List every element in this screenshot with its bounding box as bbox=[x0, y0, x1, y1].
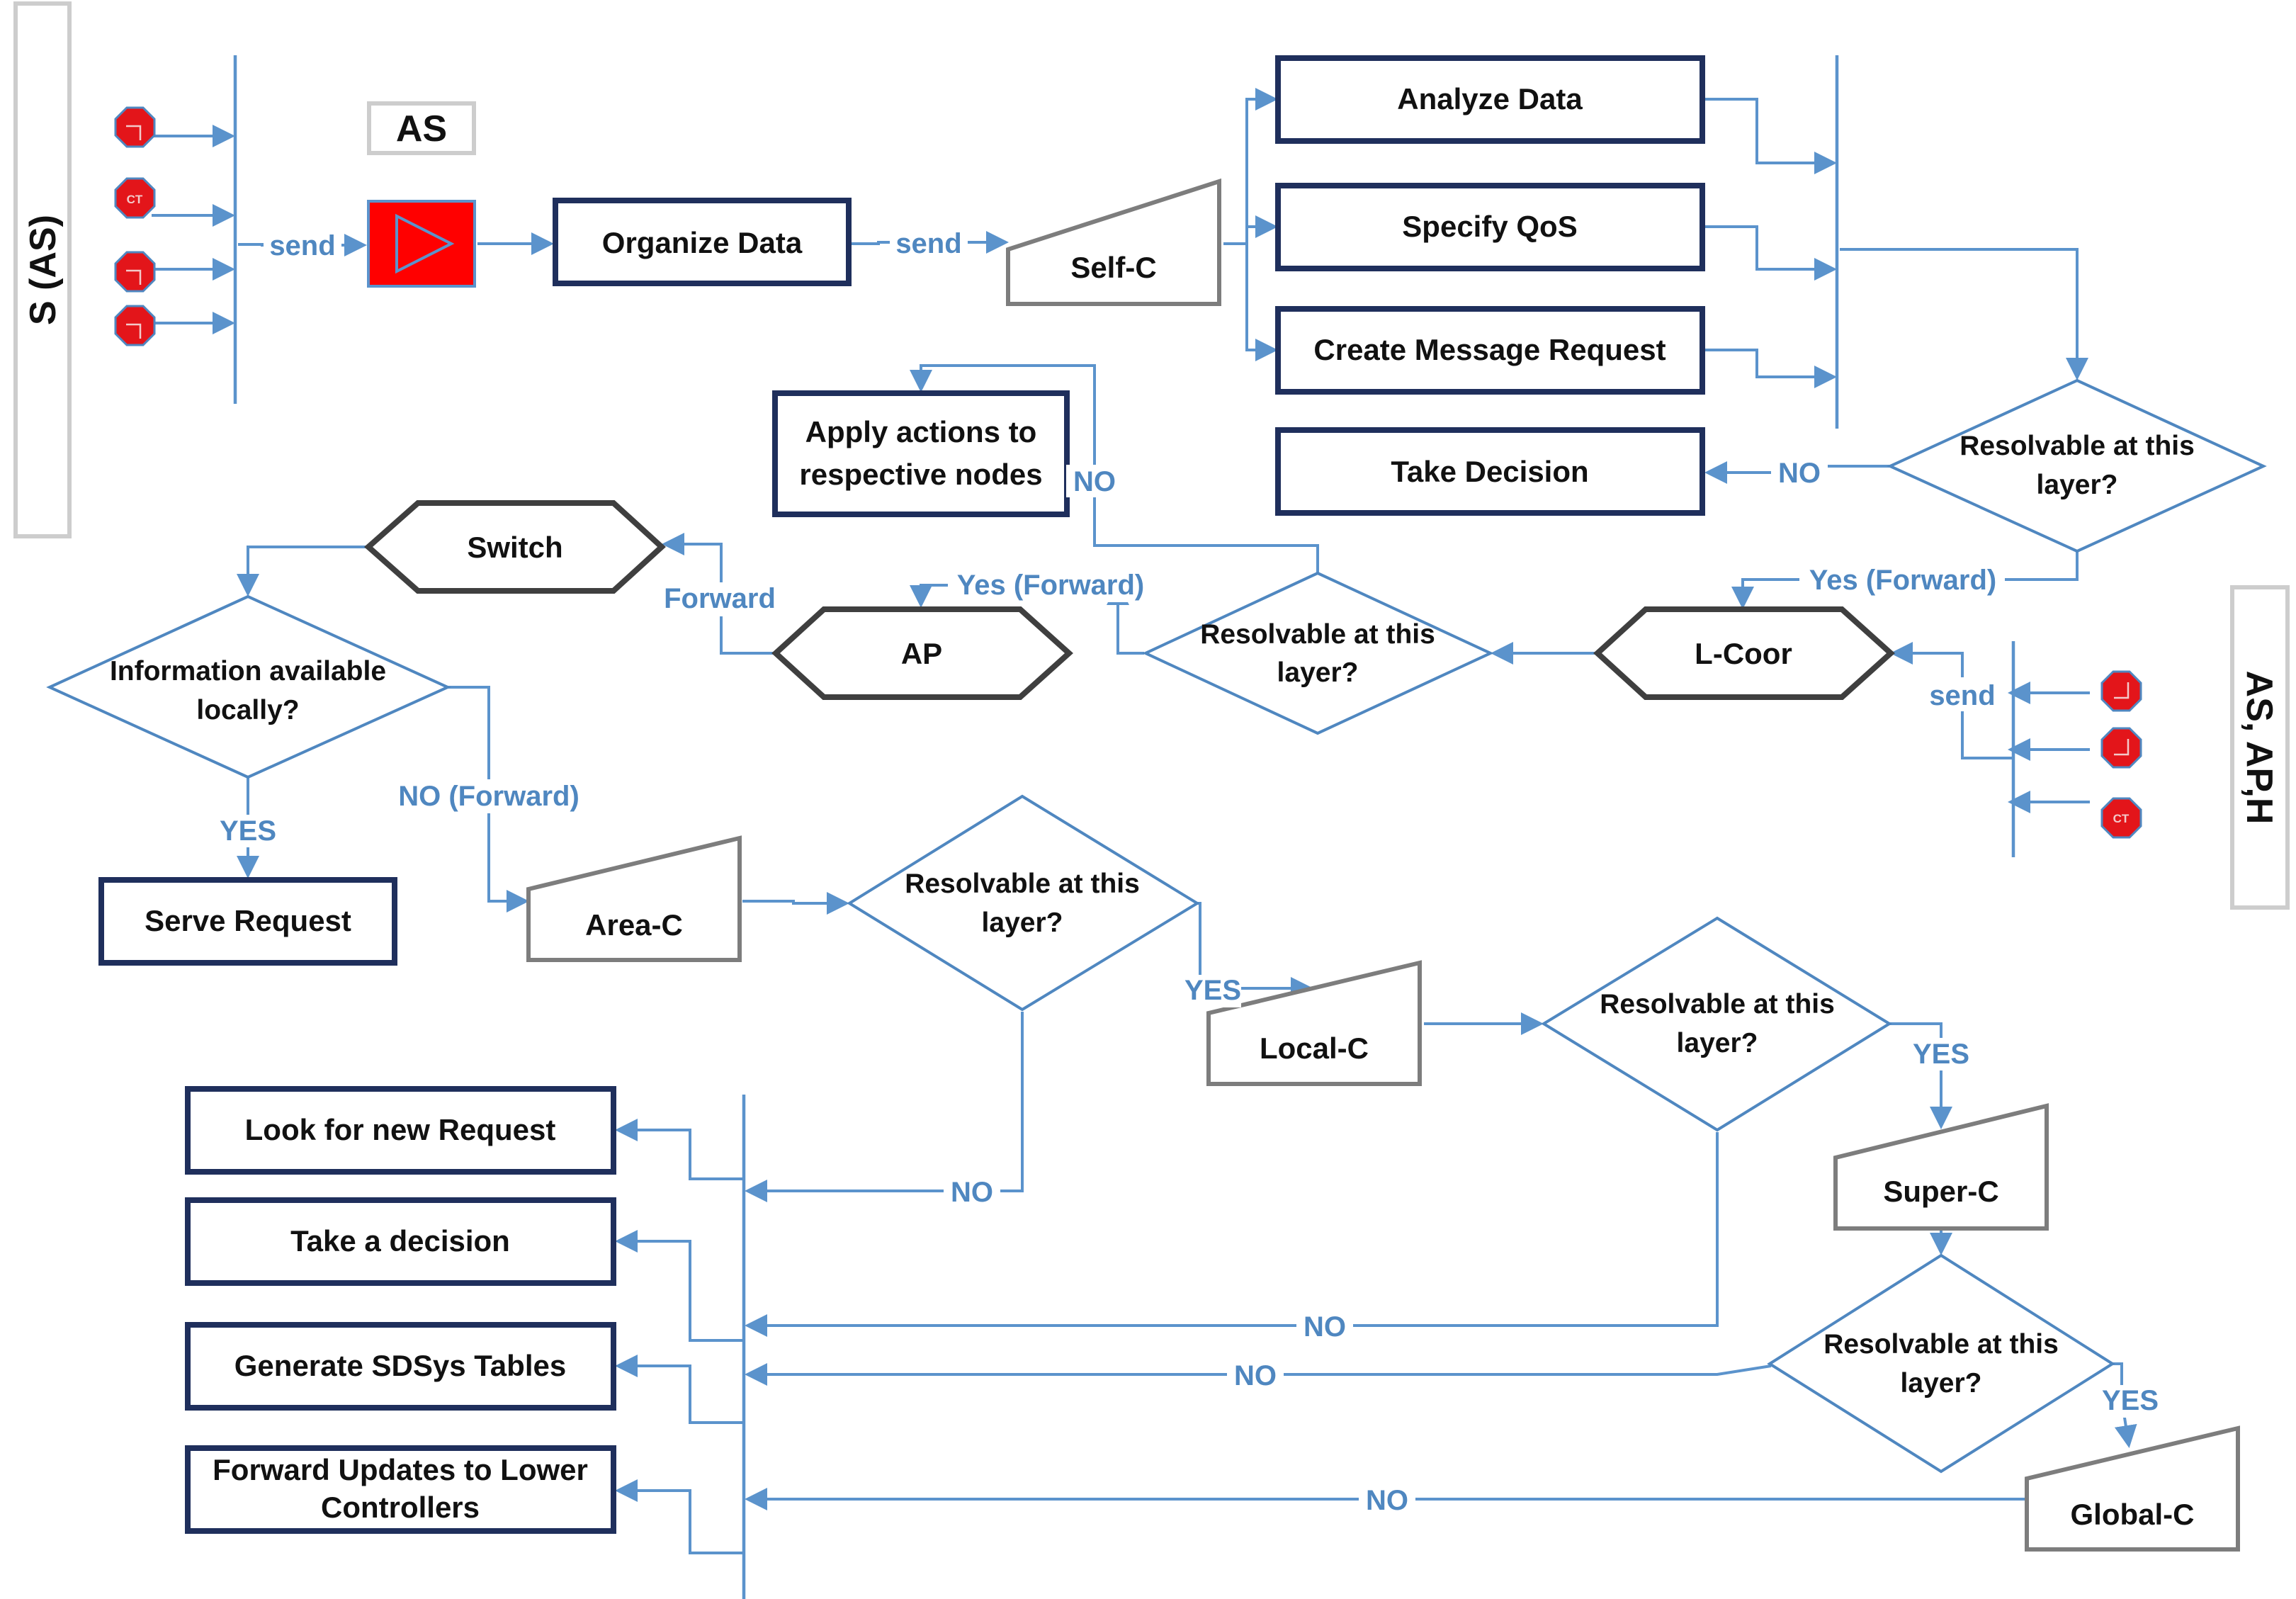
edge-label-forward: Forward bbox=[664, 583, 776, 614]
take-a-decision-text: Take a decision bbox=[290, 1224, 510, 1258]
self-c-text: Self-C bbox=[1070, 251, 1156, 284]
decision-resolvable-local-c[interactable]: Resolvable at this layer? bbox=[1541, 916, 1892, 1132]
ap-text: AP bbox=[901, 637, 942, 670]
sensor-icon-glyph: CT bbox=[2113, 812, 2130, 825]
edge-label-no-super-c: NO bbox=[1234, 1360, 1277, 1391]
sensor-group-right: CT bbox=[2100, 670, 2142, 839]
decision-resolvable-super-c[interactable]: Resolvable at this layer? bbox=[1767, 1253, 2115, 1474]
look-for-new-request-box[interactable]: Look for new Request bbox=[185, 1086, 616, 1175]
create-message-request-text: Create Message Request bbox=[1313, 333, 1666, 366]
layer-label-right: AS, AP,H bbox=[2230, 585, 2290, 910]
edge-label-yes-local-c: YES bbox=[1184, 975, 1241, 1006]
decision-text-line1: Resolvable at this bbox=[1959, 431, 2195, 461]
analyze-data-box[interactable]: Analyze Data bbox=[1275, 55, 1705, 144]
decision-text-line2: layer? bbox=[1901, 1368, 1982, 1399]
edge-label-no-apply-actions: NO bbox=[1073, 466, 1116, 497]
edge-label-yes-forward-lcoor: Yes (Forward) bbox=[1809, 565, 1997, 596]
decision-information-available[interactable]: Information available locally? bbox=[46, 594, 451, 779]
edge-label-no-take-decision: NO bbox=[1778, 458, 1821, 489]
edge-label-yes-forward-ap: Yes (Forward) bbox=[957, 570, 1145, 601]
take-decision-text: Take Decision bbox=[1391, 455, 1588, 488]
global-c-text: Global-C bbox=[2071, 1498, 2195, 1531]
sensor-icon bbox=[114, 305, 156, 346]
decision-resolvable-area-c[interactable]: Resolvable at this layer? bbox=[847, 794, 1200, 1012]
take-decision-box[interactable]: Take Decision bbox=[1275, 427, 1705, 516]
serve-request-box[interactable]: Serve Request bbox=[98, 877, 397, 966]
decision-resolvable-top[interactable]: Resolvable at this layer? bbox=[1887, 378, 2267, 553]
decision-text-line2: layer? bbox=[982, 908, 1063, 938]
decision-text-line1: Resolvable at this bbox=[1600, 989, 1835, 1019]
sensor-icon: CT bbox=[2100, 797, 2142, 839]
super-c-controller[interactable]: Super-C bbox=[1833, 1103, 2049, 1231]
sensor-icon bbox=[2100, 670, 2142, 712]
decision-text-line2: layer? bbox=[1277, 657, 1359, 688]
edge-labels: send send send NO Yes (Forward) NO Yes (… bbox=[218, 225, 2160, 1516]
forward-updates-box[interactable]: Forward Updates to Lower Controllers bbox=[185, 1445, 616, 1534]
sensor-icon: CT bbox=[114, 177, 156, 219]
forward-updates-text-line2: Controllers bbox=[321, 1491, 480, 1524]
area-c-text: Area-C bbox=[585, 908, 683, 942]
decision-text-line1: Resolvable at this bbox=[1823, 1329, 2059, 1360]
sensor-group-left: CT bbox=[114, 106, 156, 346]
sensor-icon bbox=[2100, 727, 2142, 769]
global-c-controller[interactable]: Global-C bbox=[2025, 1425, 2240, 1552]
as-label-box: AS bbox=[367, 101, 476, 155]
connectors-bottom bbox=[615, 1012, 2026, 1554]
organize-data-text: Organize Data bbox=[602, 226, 803, 259]
generate-sdsys-tables-box[interactable]: Generate SDSys Tables bbox=[185, 1322, 616, 1411]
edge-label-no-local-c: NO bbox=[1303, 1311, 1346, 1343]
as-device[interactable] bbox=[367, 200, 476, 288]
create-message-request-box[interactable]: Create Message Request bbox=[1275, 306, 1705, 395]
play-triangle-icon bbox=[395, 213, 455, 274]
decision-resolvable-l-coor[interactable]: Resolvable at this layer? bbox=[1142, 571, 1494, 735]
edge-label-send-2: send bbox=[895, 228, 961, 259]
edge-label-no-forward: NO (Forward) bbox=[398, 781, 579, 812]
l-coor-text: L-Coor bbox=[1695, 637, 1792, 670]
apply-actions-text-line2: respective nodes bbox=[799, 458, 1042, 491]
switch-hexagon[interactable]: Switch bbox=[363, 500, 666, 594]
l-coor-hexagon[interactable]: L-Coor bbox=[1593, 606, 1895, 700]
decision-info-text-line1: Information available bbox=[110, 656, 386, 687]
sensor-icon bbox=[114, 251, 156, 293]
organize-data-box[interactable]: Organize Data bbox=[553, 198, 852, 286]
specify-qos-text: Specify QoS bbox=[1402, 210, 1577, 243]
super-c-text: Super-C bbox=[1883, 1175, 1998, 1208]
area-c-controller[interactable]: Area-C bbox=[526, 835, 742, 962]
decision-text-line2: layer? bbox=[2037, 470, 2118, 500]
edge-label-yes-global-c: YES bbox=[2102, 1385, 2159, 1416]
local-c-controller[interactable]: Local-C bbox=[1206, 960, 1422, 1086]
generate-sdsys-tables-text: Generate SDSys Tables bbox=[234, 1349, 566, 1382]
analyze-data-text: Analyze Data bbox=[1397, 82, 1583, 115]
forward-updates-text-line1: Forward Updates to Lower bbox=[213, 1453, 588, 1486]
sensor-icon-glyph: CT bbox=[127, 193, 143, 206]
layer-label-left: S (AS) bbox=[13, 1, 72, 538]
edge-label-yes-serve: YES bbox=[220, 815, 276, 847]
edge-label-no-global-c: NO bbox=[1366, 1485, 1408, 1516]
decision-info-text-line2: locally? bbox=[196, 695, 299, 725]
take-a-decision-box[interactable]: Take a decision bbox=[185, 1197, 616, 1286]
specify-qos-box[interactable]: Specify QoS bbox=[1275, 183, 1705, 271]
edge-label-send-3: send bbox=[1929, 680, 1995, 711]
local-c-text: Local-C bbox=[1260, 1032, 1369, 1065]
edge-label-no-area-c: NO bbox=[951, 1177, 993, 1208]
edge-label-send-1: send bbox=[269, 230, 335, 261]
decision-text-line1: Resolvable at this bbox=[905, 869, 1140, 899]
self-c-controller[interactable]: Self-C bbox=[1006, 178, 1221, 306]
layer-label-right-text: AS, AP,H bbox=[2239, 671, 2280, 825]
sensor-icon bbox=[114, 106, 156, 148]
decision-text-line1: Resolvable at this bbox=[1200, 619, 1435, 650]
serve-request-text: Serve Request bbox=[145, 904, 351, 937]
apply-actions-text-line1: Apply actions to bbox=[805, 415, 1037, 448]
ap-hexagon[interactable]: AP bbox=[771, 606, 1073, 700]
edge-label-yes-super-c: YES bbox=[1913, 1039, 1969, 1070]
look-for-new-request-text: Look for new Request bbox=[245, 1113, 556, 1146]
as-label-text: AS bbox=[396, 108, 447, 149]
layer-label-left-text: S (AS) bbox=[23, 215, 64, 325]
apply-actions-box[interactable]: Apply actions to respective nodes bbox=[772, 390, 1070, 517]
decision-text-line2: layer? bbox=[1677, 1028, 1758, 1058]
switch-text: Switch bbox=[467, 531, 562, 564]
